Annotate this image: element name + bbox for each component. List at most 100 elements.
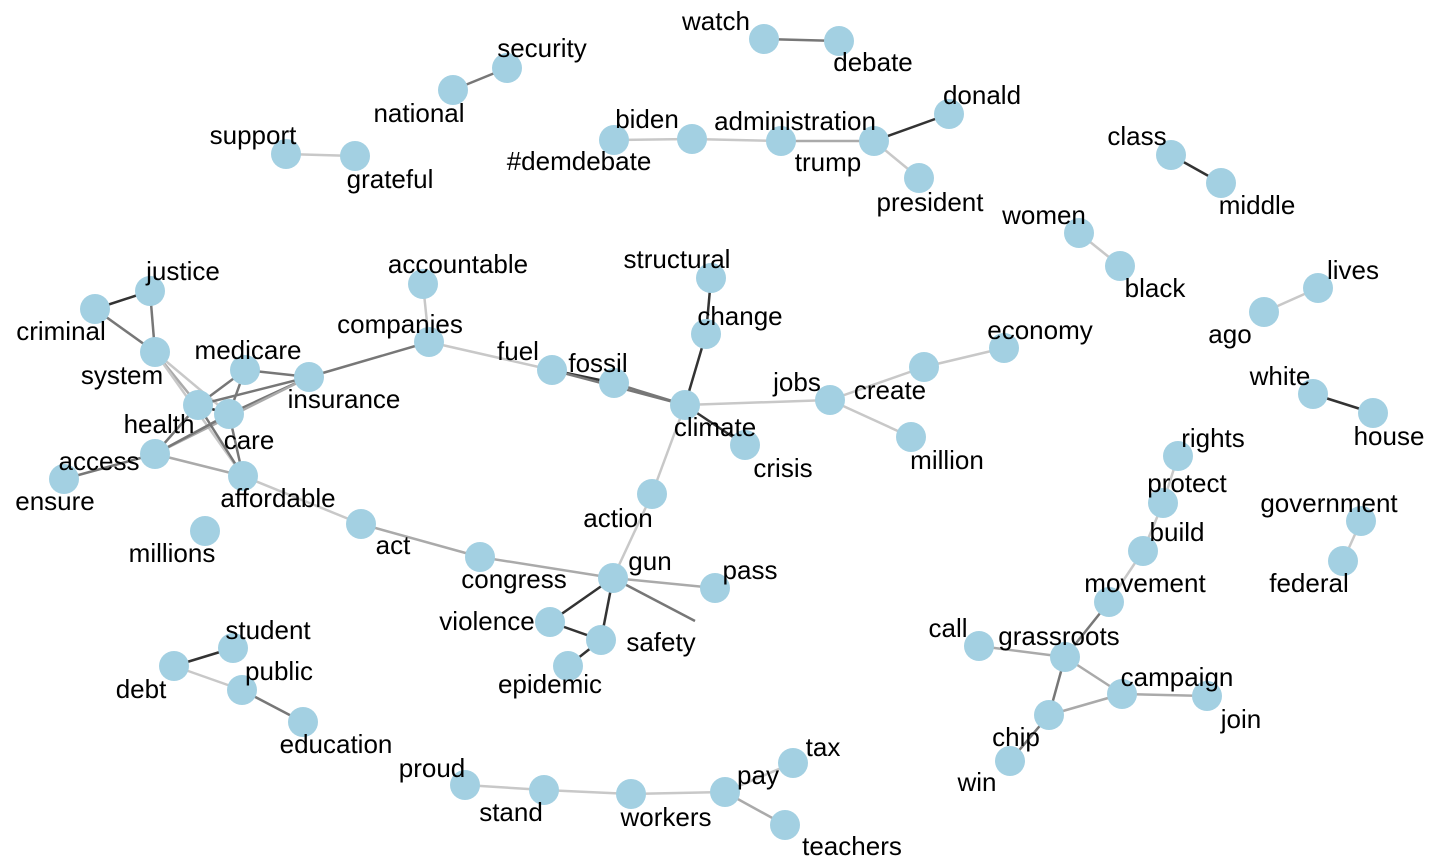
edge-action-gun — [611, 493, 654, 579]
node-label-movement: movement — [1084, 568, 1206, 598]
edge-access-affordable — [154, 452, 244, 478]
node-call — [964, 631, 994, 661]
node-women — [1064, 218, 1094, 248]
node-grassroots — [1050, 642, 1080, 672]
node-structural — [696, 263, 726, 293]
node-access — [140, 439, 170, 469]
node-violence — [535, 607, 565, 637]
node-label-tax: tax — [806, 732, 841, 762]
node-label-proud: proud — [399, 753, 466, 783]
node-public — [227, 675, 257, 705]
node-demdebate — [599, 125, 629, 155]
node-label-administration: administration — [714, 106, 876, 136]
node-label-president: president — [877, 187, 985, 217]
node-criminal — [80, 294, 110, 324]
edge-climate-action — [650, 404, 687, 495]
node-label-pass: pass — [723, 555, 778, 585]
node-debate — [824, 26, 854, 56]
node-black — [1105, 251, 1135, 281]
node-movement — [1094, 587, 1124, 617]
edge-workers-pay — [630, 790, 726, 796]
node-label-access: access — [59, 446, 140, 476]
edge-system-care — [154, 351, 230, 415]
node-label-lives: lives — [1327, 255, 1379, 285]
node-chip — [1034, 700, 1064, 730]
node-label-medicare: medicare — [195, 335, 302, 365]
node-label-donald: donald — [943, 80, 1021, 110]
node-label-change: change — [697, 301, 782, 331]
node-label-debate: debate — [833, 47, 913, 77]
node-label-student: student — [225, 615, 311, 645]
node-label-demdebate: #demdebate — [507, 146, 652, 176]
node-label-middle: middle — [1219, 190, 1296, 220]
node-protect — [1148, 488, 1178, 518]
node-insurance — [294, 362, 324, 392]
node-label-accountable: accountable — [388, 249, 528, 279]
node-class — [1156, 140, 1186, 170]
node-label-protect: protect — [1147, 468, 1227, 498]
node-care — [214, 399, 244, 429]
node-ensure — [49, 464, 79, 494]
node-label-jobs: jobs — [772, 367, 821, 397]
node-million — [896, 422, 926, 452]
node-label-campaign: campaign — [1121, 662, 1234, 692]
node-federal — [1328, 546, 1358, 576]
node-label-companies: companies — [337, 309, 463, 339]
node-climate — [670, 390, 700, 420]
node-create — [909, 352, 939, 382]
node-crisis — [730, 430, 760, 460]
node-justice — [135, 276, 165, 306]
node-label-debt: debt — [116, 674, 167, 704]
edge-gun-pass — [612, 576, 716, 590]
nodes-layer — [49, 24, 1388, 840]
node-action — [637, 479, 667, 509]
node-millions — [190, 516, 220, 546]
node-label-trump: trump — [795, 147, 861, 177]
node-label-grateful: grateful — [347, 164, 434, 194]
node-label-grassroots: grassroots — [998, 621, 1119, 651]
node-label-government: government — [1260, 488, 1398, 518]
node-change — [691, 319, 721, 349]
node-label-congress: congress — [461, 564, 567, 594]
node-label-chip: chip — [992, 722, 1040, 752]
node-label-teachers: teachers — [802, 831, 902, 861]
edge-affordable-act — [242, 474, 362, 526]
edge-gun-safety2 — [612, 576, 696, 623]
node-label-insurance: insurance — [288, 384, 401, 414]
node-label-epidemic: epidemic — [498, 669, 602, 699]
node-label-violence: violence — [439, 606, 534, 636]
node-label-ensure: ensure — [15, 486, 95, 516]
node-system — [140, 337, 170, 367]
node-label-safety: safety — [626, 627, 695, 657]
node-label-millions: millions — [129, 538, 216, 568]
node-label-fossil: fossil — [568, 348, 627, 378]
node-label-act: act — [376, 530, 411, 560]
edge-climate-jobs — [684, 398, 831, 407]
node-house — [1358, 398, 1388, 428]
node-label-criminal: criminal — [16, 316, 106, 346]
node-trump — [859, 126, 889, 156]
node-support — [271, 139, 301, 169]
node-gun — [598, 563, 628, 593]
edge-access-ensure — [63, 452, 156, 481]
node-watch — [749, 24, 779, 54]
node-label-system: system — [81, 360, 163, 390]
node-workers — [616, 779, 646, 809]
node-epidemic — [553, 651, 583, 681]
node-donald — [934, 99, 964, 129]
node-label-house: house — [1354, 421, 1425, 451]
node-president — [904, 163, 934, 193]
node-label-public: public — [245, 656, 313, 686]
node-label-ago: ago — [1208, 319, 1251, 349]
node-label-gun: gun — [628, 546, 671, 576]
edge-insurance-companies — [308, 340, 430, 379]
node-economy — [989, 333, 1019, 363]
node-label-join: join — [1220, 704, 1261, 734]
node-education — [288, 707, 318, 737]
node-medicare — [230, 355, 260, 385]
node-pass — [700, 573, 730, 603]
node-label-health: health — [124, 409, 195, 439]
node-label-structural: structural — [624, 244, 731, 274]
node-biden — [677, 124, 707, 154]
node-label-action: action — [583, 503, 652, 533]
